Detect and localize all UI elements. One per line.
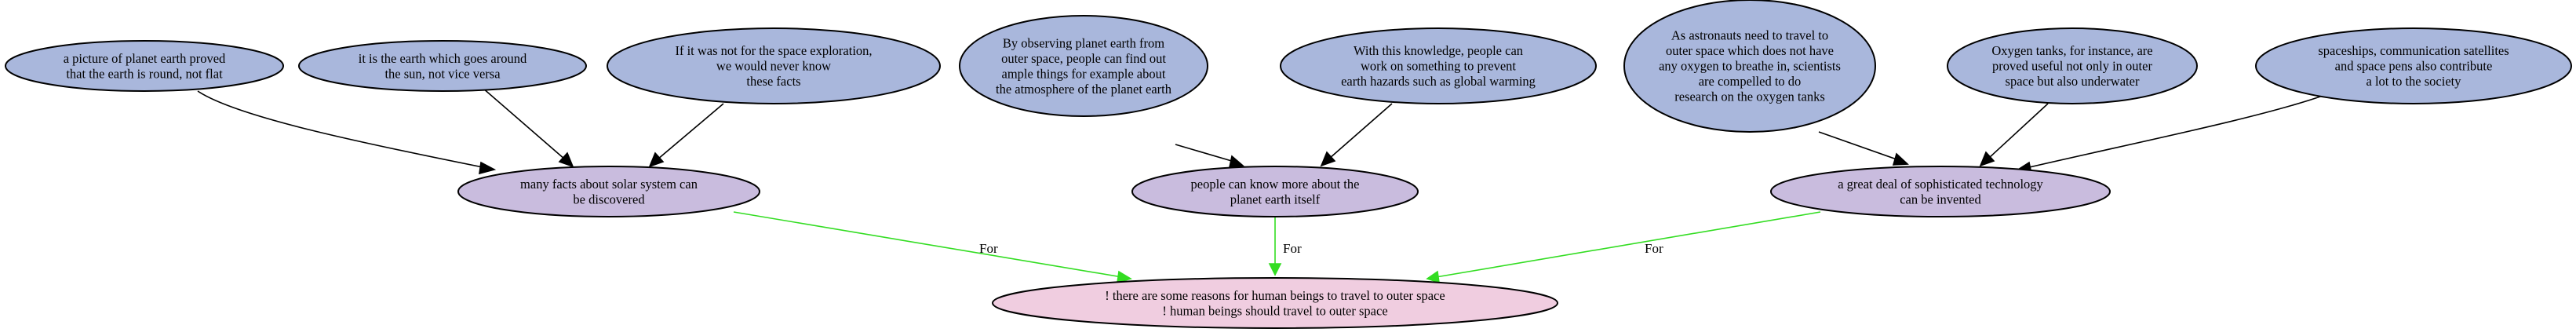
- edges: For For For: [197, 87, 2323, 284]
- edge-p8-r3: [2017, 95, 2323, 175]
- node-text-line: be discovered: [573, 192, 645, 206]
- edge-line: [1175, 144, 1235, 163]
- edge-arrowhead: [1426, 270, 1440, 284]
- edge-r2-c1: For: [1268, 217, 1302, 276]
- edge-line: [1988, 103, 2049, 159]
- node-text-line: outer space, people can find out: [1001, 51, 1166, 66]
- node-text-line: are compelled to do: [1699, 74, 1802, 89]
- node-text-line: a lot to the society: [2366, 74, 2462, 89]
- edge-line: [733, 211, 1123, 278]
- node-text-line: ! there are some reasons for human being…: [1105, 288, 1445, 303]
- edge-p4-r2: [1175, 144, 1244, 168]
- node-ellipse: [5, 40, 284, 92]
- conclusion-node-travel-outer-space[interactable]: ! there are some reasons for human being…: [992, 277, 1558, 329]
- edge-r3-c1: For: [1426, 211, 1821, 284]
- node-text-line: work on something to prevent: [1361, 59, 1516, 74]
- edge-line: [482, 87, 566, 160]
- node-ellipse: [607, 27, 941, 104]
- premise-node-spaceships-satellites[interactable]: spaceships, communication satellitesand …: [2255, 27, 2572, 104]
- edge-p7-r3: [1979, 103, 2049, 167]
- edge-label: For: [1283, 241, 1302, 256]
- edge-arrowhead: [1892, 152, 1909, 166]
- edge-line: [657, 103, 724, 160]
- edge-p5-r2: [1320, 103, 1393, 167]
- node-ellipse: [2255, 27, 2572, 104]
- node-text-line: Oxygen tanks, for instance, are: [1991, 43, 2152, 58]
- node-text-line: If it was not for the space exploration,: [675, 43, 872, 58]
- edge-arrowhead: [1228, 155, 1244, 168]
- node-text-line: By observing planet earth from: [1003, 35, 1164, 50]
- premise-node-space-exploration[interactable]: If it was not for the space exploration,…: [607, 27, 941, 104]
- node-text-line: ample things for example about: [1002, 66, 1166, 81]
- node-ellipse: [1131, 166, 1419, 217]
- node-text-line: these facts: [746, 74, 800, 89]
- edge-arrowhead: [1979, 151, 1995, 167]
- node-text-line: With this knowledge, people can: [1354, 43, 1523, 58]
- node-text-line: we would never know: [716, 59, 831, 74]
- node-ellipse: [992, 277, 1558, 329]
- edge-line: [1328, 103, 1393, 159]
- edge-arrowhead: [648, 152, 665, 168]
- node-text-line: research on the oxygen tanks: [1674, 89, 1825, 104]
- node-ellipse: [959, 15, 1208, 117]
- node-text-line: spaceships, communication satellites: [2318, 43, 2509, 58]
- node-ellipse: [298, 40, 587, 92]
- node-ellipse: [1947, 27, 2198, 104]
- node-text-line: the sun, not vice versa: [384, 66, 501, 81]
- node-ellipse: [1623, 0, 1876, 133]
- node-ellipse: [1770, 166, 2111, 217]
- edge-line: [1818, 131, 1900, 161]
- node-text-line: space but also underwater: [2006, 74, 2140, 89]
- node-text-line: a great deal of sophisticated technology: [1838, 177, 2043, 192]
- edge-p1-r1: [197, 90, 497, 175]
- node-text-line: many facts about solar system can: [520, 177, 698, 192]
- node-text-line: planet earth itself: [1230, 192, 1321, 206]
- edge-arrowhead: [1268, 263, 1282, 276]
- node-text-line: people can know more about the: [1191, 177, 1360, 192]
- node-text-line: and space pens also contribute: [2335, 59, 2493, 74]
- edge-label: For: [979, 241, 998, 256]
- node-text-line: it is the earth which goes around: [359, 51, 527, 66]
- reason-node-technology[interactable]: a great deal of sophisticated technology…: [1770, 166, 2111, 217]
- edge-line: [197, 90, 487, 169]
- node-text-line: outer space which does not have: [1666, 43, 1834, 58]
- edge-arrowhead: [1117, 270, 1132, 284]
- edge-label: For: [1645, 241, 1663, 256]
- edge-r1-c1: For: [733, 211, 1132, 284]
- node-text-line: earth hazards such as global warming: [1341, 74, 1536, 89]
- node-text-line: can be invented: [1900, 192, 1981, 206]
- node-text-line: As astronauts need to travel to: [1671, 28, 1828, 43]
- node-text-line: the atmosphere of the planet earth: [996, 82, 1172, 97]
- node-text-line: any oxygen to breathe in, scientists: [1659, 59, 1841, 74]
- edge-p3-r1: [648, 103, 724, 168]
- node-ellipse: [457, 166, 760, 217]
- edge-line: [2025, 95, 2323, 169]
- edge-line: [1435, 211, 1821, 278]
- edge-arrowhead: [479, 161, 497, 175]
- edge-arrowhead: [1320, 151, 1336, 167]
- node-text-line: ! human beings should travel to outer sp…: [1162, 303, 1387, 318]
- node-text-line: a picture of planet earth proved: [64, 51, 226, 66]
- node-text-line: that the earth is round, not flat: [66, 66, 223, 81]
- node-ellipse: [1280, 27, 1597, 104]
- edge-p6-r3: [1818, 131, 1909, 166]
- node-text-line: proved useful not only in outer: [1992, 59, 2152, 74]
- edge-arrowhead: [558, 152, 574, 168]
- edge-p2-r1: [482, 87, 574, 168]
